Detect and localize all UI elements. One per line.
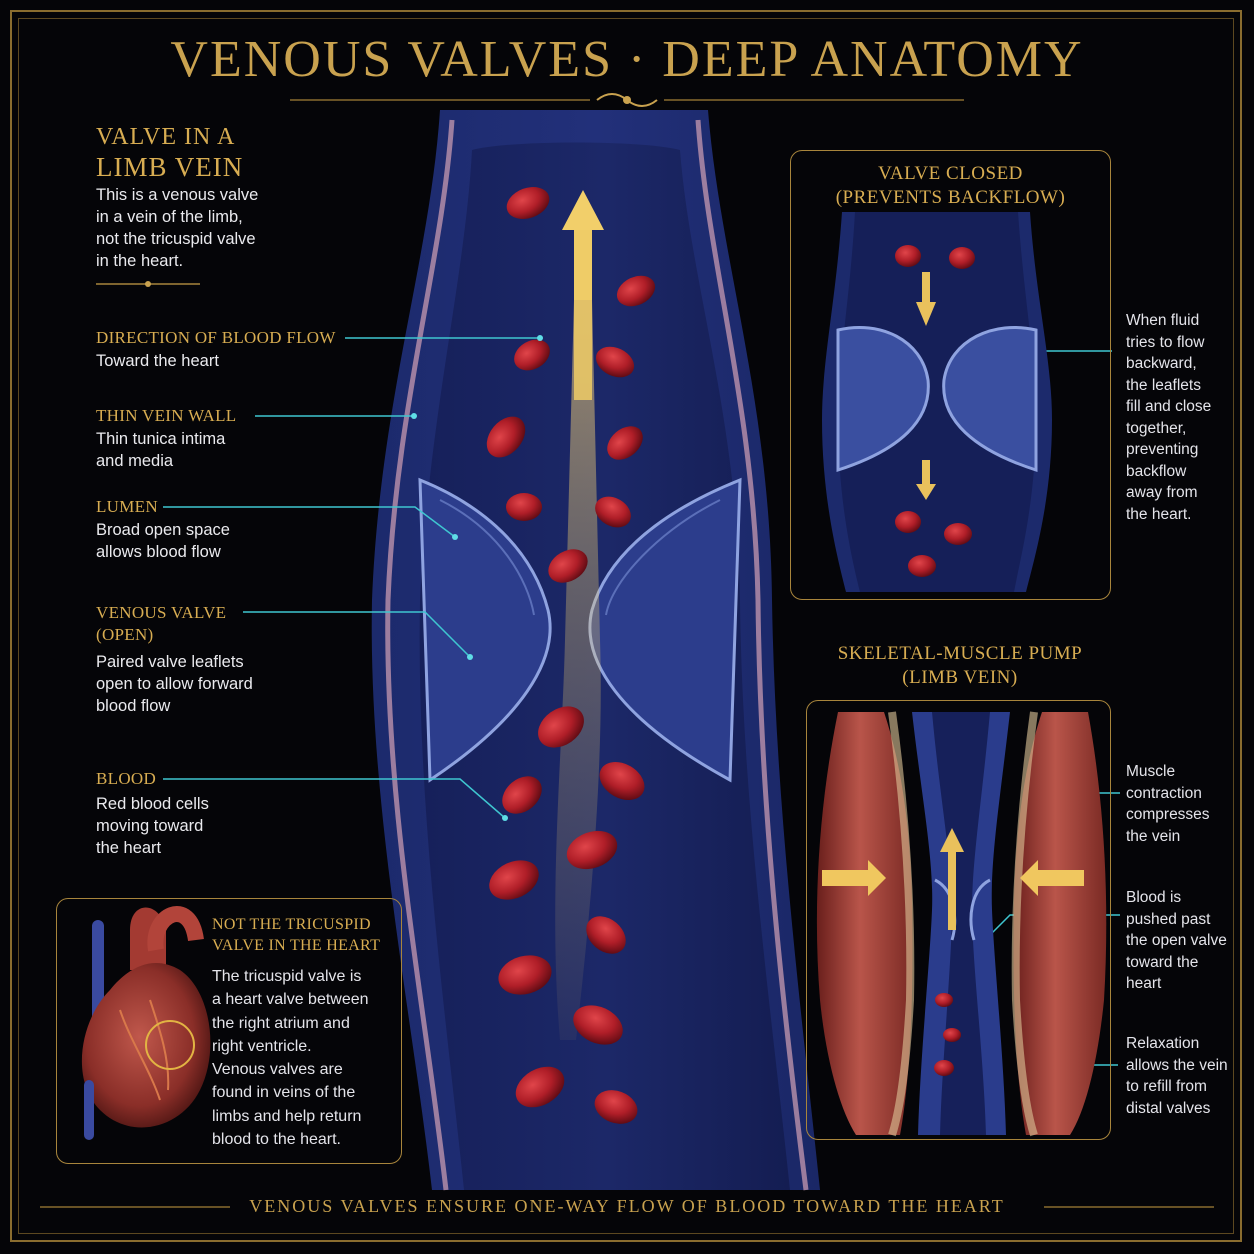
closed-valve-title-line2: (PREVENTS BACKFLOW) (835, 187, 1066, 208)
heart-panel-line: The tricuspid valve is (212, 968, 362, 985)
label-line: and media (96, 452, 174, 470)
label-flow-title: DIRECTION OF BLOOD FLOW (96, 328, 336, 347)
note-line: Muscle (1126, 763, 1176, 780)
note-line: Relaxation (1126, 1035, 1200, 1052)
page-title: VENOUS VALVES · DEEP ANATOMY (170, 31, 1084, 88)
inner-frame (18, 18, 1234, 1234)
note-line: the vein (1126, 827, 1181, 845)
closed-valve-panel (790, 150, 1111, 600)
closed-valve-note: When fluid tries to flow backward, the l… (1126, 310, 1211, 525)
label-valve-title: VENOUS VALVE (OPEN) (96, 602, 226, 646)
note-line: contraction (1126, 784, 1202, 802)
intro-line: This is a venous valve (96, 186, 259, 204)
label-flow-text: Toward the heart (96, 352, 219, 370)
muscle-pump-illustration (816, 711, 1107, 1137)
note-line: compresses (1126, 806, 1210, 823)
main-red-blood-cells (486, 187, 656, 1124)
heart-panel-title: NOT THE TRICUSPID VALVE IN THE HEART (212, 914, 380, 956)
heart-panel-line: a heart valve between (212, 991, 369, 1009)
intro-line: in the heart. (96, 252, 184, 270)
note-line: tries to flow (1126, 333, 1205, 351)
heart-panel-text: The tricuspid valve is a heart valve bet… (212, 965, 369, 1151)
intro-heading-line2: LIMB VEIN (96, 152, 244, 182)
muscle-pump-title-line2: (LIMB VEIN) (902, 667, 1018, 688)
closed-valve-title: VALVE CLOSED (PREVENTS BACKFLOW) (790, 162, 1111, 210)
note-line: toward the (1126, 953, 1199, 971)
note-line: the heart. (1126, 505, 1192, 523)
note-line: distal valves (1126, 1099, 1211, 1117)
heart-panel (56, 898, 402, 1164)
intro-line: in a vein of the limb, (96, 208, 243, 226)
heart-panel-title-line1: NOT THE TRICUSPID (212, 916, 371, 933)
note-line: together, (1126, 419, 1187, 437)
note-line: When fluid (1126, 312, 1200, 329)
note-line: to refill from (1126, 1078, 1207, 1095)
heart-illustration (81, 906, 211, 1140)
note-line: preventing (1126, 441, 1199, 458)
label-line: the heart (96, 839, 162, 857)
note-line: the open valve (1126, 932, 1227, 949)
label-line: Broad open space (96, 521, 230, 539)
heart-panel-line: Venous valves are (212, 1061, 343, 1079)
label-blood-title: BLOOD (96, 769, 157, 788)
note-line: backflow (1126, 462, 1187, 480)
label-line: Red blood cells (96, 795, 209, 813)
note-line: away from (1126, 484, 1198, 501)
heart-panel-line: limbs and help return (212, 1107, 362, 1125)
label-wall-text: Thin tunica intima and media (96, 428, 225, 472)
main-vein (371, 110, 820, 1191)
note-line: the leaflets (1126, 376, 1201, 394)
intro-line: not the tricuspid valve (96, 230, 256, 248)
label-valve-title-line1: VENOUS VALVE (96, 603, 227, 622)
label-valve-text: Paired valve leaflets open to allow forw… (96, 651, 253, 717)
note-line: allows the vein (1126, 1056, 1228, 1074)
heart-panel-line: found in veins of the (212, 1084, 356, 1102)
outer-frame (10, 10, 1242, 1242)
label-line: allows blood flow (96, 543, 221, 561)
heart-panel-line: the right atrium and (212, 1014, 350, 1032)
label-lumen-title: LUMEN (96, 497, 158, 516)
note-line: backward, (1126, 355, 1197, 372)
muscle-pump-note-relaxation: Relaxation allows the vein to refill fro… (1126, 1033, 1228, 1119)
muscle-pump-title: SKELETAL-MUSCLE PUMP (LIMB VEIN) (790, 642, 1130, 690)
label-line: Paired valve leaflets (96, 653, 244, 671)
label-line: blood flow (96, 697, 171, 715)
closed-valve-illustration (822, 212, 1052, 592)
note-line: Blood is (1126, 889, 1182, 906)
muscle-pump-note-push: Blood is pushed past the open valve towa… (1126, 887, 1227, 995)
label-line: open to allow forward (96, 675, 253, 693)
label-lumen-text: Broad open space allows blood flow (96, 519, 230, 563)
heart-panel-line: right ventricle. (212, 1037, 312, 1055)
label-line: moving toward (96, 817, 204, 835)
intro-text: This is a venous valve in a vein of the … (96, 184, 258, 272)
closed-valve-title-line1: VALVE CLOSED (878, 163, 1023, 184)
intro-divider (96, 281, 200, 287)
intro-heading-line1: VALVE IN A (96, 124, 236, 150)
note-line: fill and close (1126, 398, 1212, 415)
intro-heading: VALVE IN A LIMB VEIN (96, 122, 243, 182)
note-line: heart (1126, 975, 1162, 992)
label-blood-text: Red blood cells moving toward the heart (96, 793, 209, 859)
label-line: Thin tunica intima (96, 430, 226, 448)
heart-panel-title-line2: VALVE IN THE HEART (212, 937, 381, 954)
heart-panel-line: blood to the heart. (212, 1131, 341, 1149)
label-wall-title: THIN VEIN WALL (96, 406, 237, 425)
footer-caption: VENOUS VALVES ENSURE ONE-WAY FLOW OF BLO… (249, 1196, 1005, 1216)
muscle-pump-note-contraction: Muscle contraction compresses the vein (1126, 761, 1210, 847)
title-ornament (290, 93, 964, 107)
muscle-pump-panel (806, 700, 1111, 1140)
label-valve-title-line2: (OPEN) (96, 625, 154, 644)
note-line: pushed past (1126, 910, 1211, 928)
muscle-pump-title-line1: SKELETAL-MUSCLE PUMP (837, 643, 1083, 664)
